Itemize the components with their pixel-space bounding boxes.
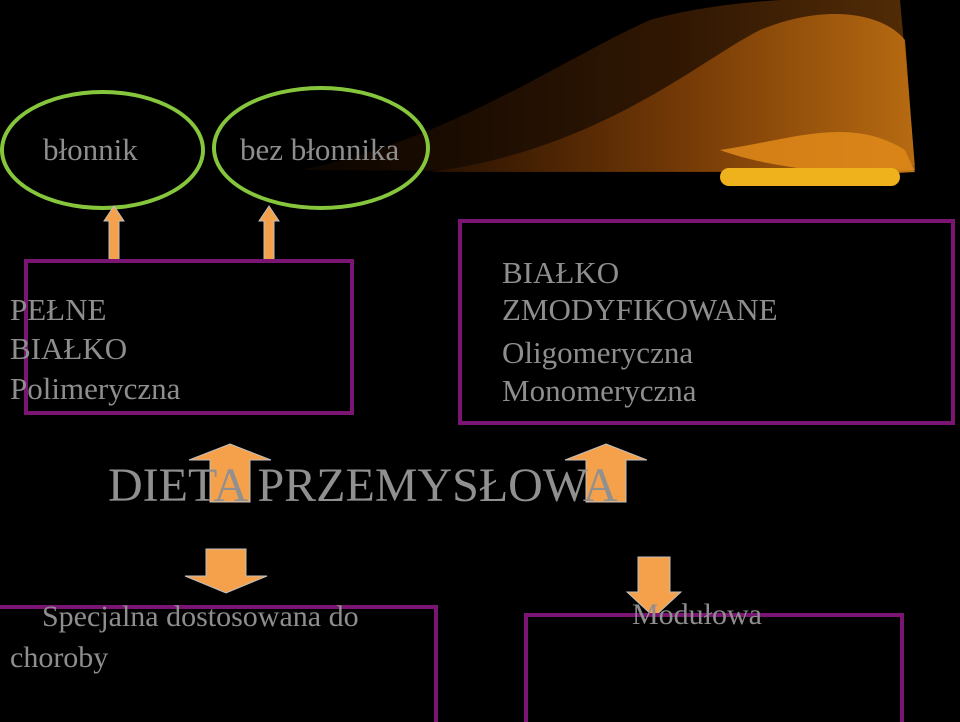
full-protein-line1: PEŁNE — [10, 292, 107, 327]
special-diet-box — [0, 605, 438, 722]
modular-label: Modułowa — [632, 598, 762, 631]
up-arrow-icon — [258, 205, 280, 261]
up-arrow-icon — [103, 205, 125, 261]
no-fiber-oval — [212, 86, 430, 210]
full-protein-box — [24, 259, 354, 415]
fiber-label: błonnik — [43, 132, 138, 167]
no-fiber-label: bez błonnika — [240, 132, 400, 167]
block-up-arrow-icon — [564, 443, 648, 503]
modular-box — [524, 613, 904, 722]
center-title: DIETA PRZEMYSŁOWA — [108, 459, 618, 512]
block-down-arrow-icon — [626, 556, 682, 618]
special-diet-line1: Specjalna dostosowana do — [42, 600, 359, 633]
modified-protein-box — [458, 219, 955, 425]
block-up-arrow-icon — [188, 443, 272, 503]
full-protein-line2: BIAŁKO — [10, 331, 128, 366]
modified-protein-line2: ZMODYFIKOWANE — [502, 292, 778, 327]
modified-protein-line1: BIAŁKO — [502, 255, 620, 290]
fiber-oval — [0, 90, 205, 210]
block-down-arrow-icon — [184, 548, 268, 594]
modified-protein-line4: Monomeryczna — [502, 373, 697, 408]
special-diet-line2: choroby — [10, 641, 109, 674]
modified-protein-line3: Oligomeryczna — [502, 335, 694, 370]
full-protein-line3: Polimeryczna — [10, 371, 181, 406]
